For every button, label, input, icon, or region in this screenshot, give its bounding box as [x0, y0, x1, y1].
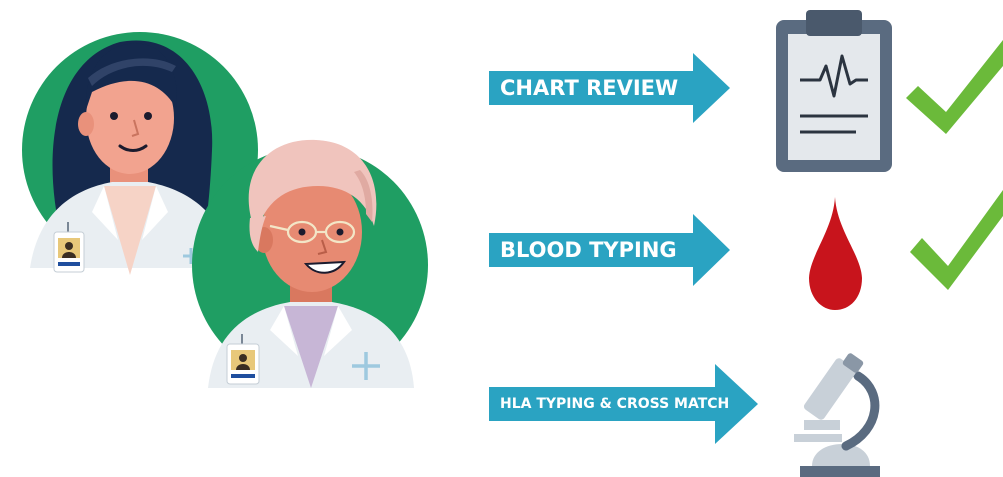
id-badge-icon — [226, 334, 260, 385]
step-label-chart-review: CHART REVIEW — [500, 76, 679, 100]
arrow-hla-typing — [489, 364, 758, 444]
checkmark-icon — [906, 40, 1003, 134]
microscope-icon — [794, 353, 880, 477]
step-label-blood-typing: BLOOD TYPING — [500, 238, 677, 262]
arrow-chart-review — [489, 53, 730, 123]
clipboard-chart-icon — [776, 10, 892, 172]
arrow-blood-typing — [489, 214, 730, 286]
older-doctor-avatar-icon — [192, 139, 428, 388]
id-badge-icon — [53, 222, 85, 273]
blood-drop-icon — [809, 197, 862, 310]
doctors-illustration — [22, 32, 428, 388]
female-doctor-avatar-icon — [22, 32, 258, 275]
checkmark-icon — [910, 190, 1003, 290]
step-label-hla-typing: HLA TYPING & CROSS MATCH — [500, 396, 730, 412]
